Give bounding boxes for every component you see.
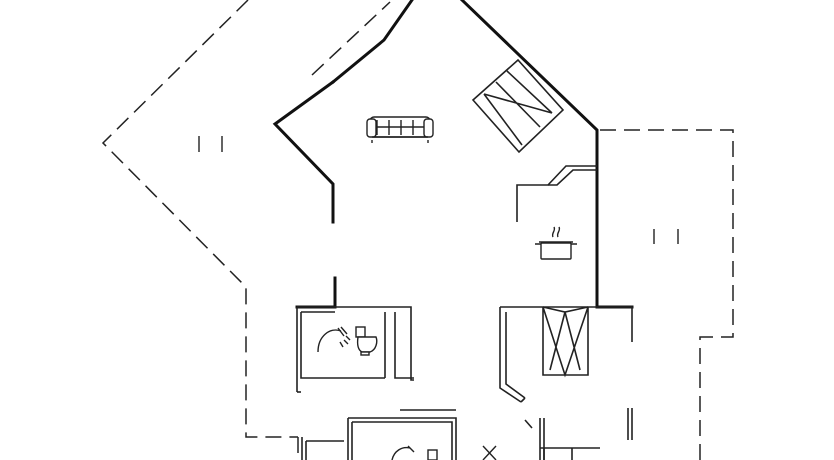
bathroom-1 [295, 305, 414, 393]
terrace-marker-icon [198, 136, 223, 152]
staircase-lower [542, 306, 589, 378]
bed-icon [543, 448, 573, 460]
left-terrace-outline [101, 0, 298, 438]
kitchen-counter-wall [516, 165, 597, 222]
sofa-icon [366, 116, 434, 143]
staircase-icon [471, 58, 565, 154]
terrace-outlines [101, 0, 734, 460]
main-upper-wall [272, 79, 336, 224]
lower-rooms [301, 305, 634, 460]
shower-icon [317, 326, 351, 353]
shower-icon [391, 445, 438, 460]
exterior-walls [272, 0, 599, 309]
top-terrace-outline [311, 1, 391, 76]
kitchen-partition [516, 165, 597, 222]
roof-diagonal-right [459, 0, 599, 309]
cooking-pot-icon [535, 226, 577, 260]
door-swing-icon [482, 445, 497, 460]
toilet-icon [355, 326, 378, 356]
staircase-icon [542, 306, 589, 378]
roof-diagonal-left [330, 0, 414, 85]
staircase-upper [471, 58, 565, 154]
right-terrace-outline [600, 129, 734, 460]
terrace-marker-icon [653, 229, 679, 244]
